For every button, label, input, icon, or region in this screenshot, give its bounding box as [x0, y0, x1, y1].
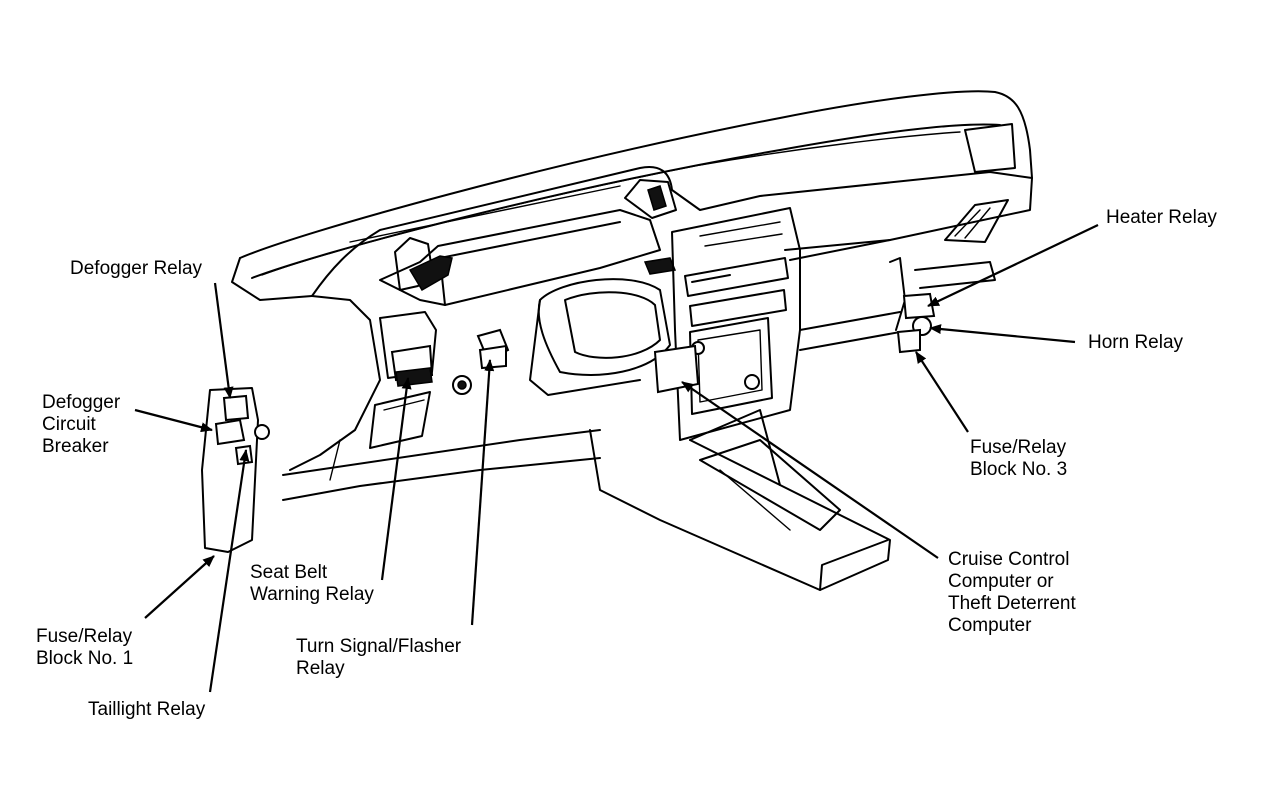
- label-line: Block No. 3: [970, 459, 1068, 480]
- leader-taillight-relay: [208, 449, 250, 693]
- label-line: Breaker: [42, 436, 109, 457]
- label-defogger-relay: Defogger Relay: [70, 258, 202, 280]
- leader-cruise-control-computer: [681, 381, 939, 559]
- center-console: [589, 409, 891, 591]
- steering-column-opening: [529, 278, 671, 396]
- label-line: Defogger Relay: [70, 258, 203, 279]
- label-line: Relay: [296, 658, 345, 679]
- leader-fuse-relay-block-3: [915, 351, 969, 433]
- leader-heater-relay: [927, 224, 1099, 307]
- label-cruise-control-computer: Cruise Control Computer or Theft Deterre…: [948, 549, 1076, 637]
- label-line: Defogger: [42, 392, 121, 413]
- label-taillight-relay: Taillight Relay: [88, 699, 205, 721]
- label-horn-relay: Horn Relay: [1088, 332, 1183, 354]
- label-line: Theft Deterrent: [948, 593, 1076, 614]
- leader-fuse-relay-block-1: [144, 555, 215, 619]
- label-line: Fuse/Relay: [970, 437, 1067, 458]
- leader-seat-belt-warning-relay: [380, 377, 412, 581]
- leader-defogger-relay: [213, 282, 234, 399]
- label-seat-belt-warning-relay: Seat Belt Warning Relay: [250, 562, 374, 606]
- label-line: Fuse/Relay: [36, 626, 133, 647]
- leader-horn-relay: [929, 324, 1076, 344]
- label-line: Block No. 1: [36, 648, 134, 669]
- label-line: Horn Relay: [1088, 332, 1184, 353]
- label-heater-relay: Heater Relay: [1106, 207, 1217, 229]
- label-line: Warning Relay: [250, 584, 374, 605]
- label-fuse-relay-block-1: Fuse/Relay Block No. 1: [36, 626, 133, 670]
- instrument-cluster: [379, 179, 677, 306]
- label-line: Computer or: [948, 571, 1054, 592]
- label-defogger-circuit-breaker: Defogger Circuit Breaker: [42, 392, 120, 458]
- label-line: Computer: [948, 615, 1032, 636]
- label-turn-signal-flasher-relay: Turn Signal/Flasher Relay: [296, 636, 461, 680]
- dashboard-lower-right: [789, 239, 996, 351]
- label-line: Cruise Control: [948, 549, 1070, 570]
- label-fuse-relay-block-3: Fuse/Relay Block No. 3: [970, 437, 1067, 481]
- center-stack: [671, 207, 801, 441]
- leader-turn-signal-relay: [470, 359, 495, 626]
- label-line: Turn Signal/Flasher: [296, 636, 462, 657]
- relay-parts: [201, 292, 936, 553]
- dashboard-top: [231, 90, 1033, 301]
- label-line: Circuit: [42, 414, 96, 435]
- label-line: Heater Relay: [1106, 207, 1217, 228]
- dashboard-lower-left: [282, 295, 601, 501]
- label-line: Taillight Relay: [88, 699, 206, 720]
- label-line: Seat Belt: [250, 562, 328, 583]
- leader-lines: [134, 224, 1099, 693]
- leader-defogger-circuit-breaker: [134, 408, 213, 433]
